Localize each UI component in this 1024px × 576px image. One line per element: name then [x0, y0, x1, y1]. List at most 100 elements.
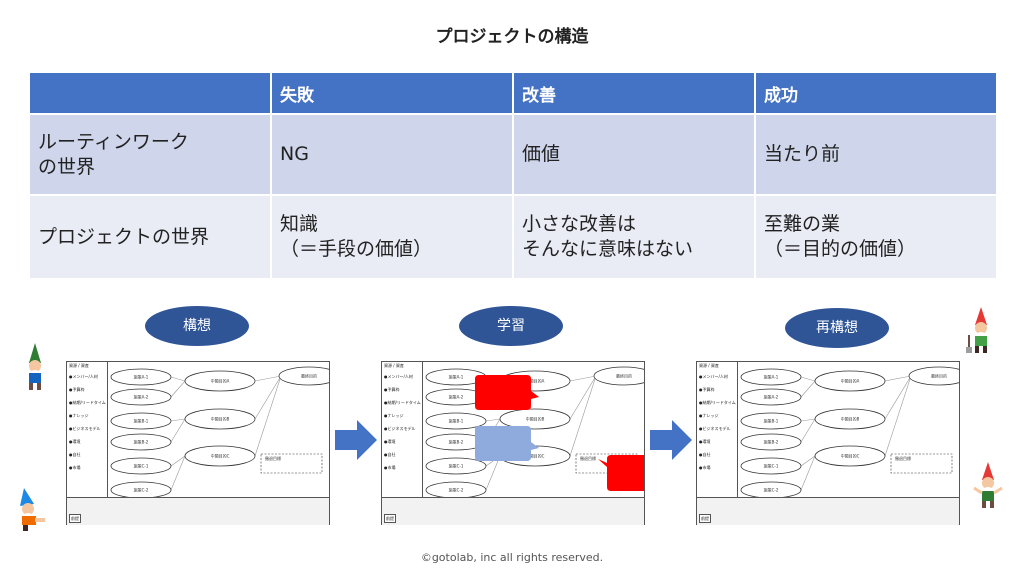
callout-shape: [475, 375, 539, 410]
withdrawal-box: [260, 453, 323, 474]
resource-item: ●環境: [699, 439, 711, 444]
premise-panel: 前提: [382, 497, 644, 525]
resource-item: ●予算枠: [384, 387, 400, 392]
means-node: [740, 368, 802, 386]
table-header-row: 失敗 改善 成功: [28, 71, 998, 115]
structure-diagram-thumbnail: 資源 / 資産●メンバー/人材●予算枠●納期/リードタイム●ナレッジ●ビジネスモ…: [696, 361, 960, 525]
final-goal-label: 最終目的: [301, 373, 317, 379]
middle-goal-label: 中間目的C: [841, 453, 860, 459]
structure-diagram-thumbnail: 資源 / 資産●メンバー/人材●予算枠●納期/リードタイム●ナレッジ●ビジネスモ…: [381, 361, 645, 525]
connector-line: [170, 455, 186, 491]
structure-diagram-thumbnail: 資源 / 資産●メンバー/人材●予算枠●納期/リードタイム●ナレッジ●ビジネスモ…: [66, 361, 330, 525]
means-node-label: 施策C-2: [449, 487, 464, 493]
middle-goal-node: [814, 370, 886, 392]
red-callout: [598, 455, 644, 491]
means-node-label: 施策C-1: [764, 463, 779, 469]
means-node-label: 施策B-2: [449, 439, 464, 445]
middle-goal-label: 中間目的B: [841, 416, 860, 422]
resource-item: ●自社: [699, 452, 711, 457]
table-cell: 至難の業 （＝目的の価値）: [754, 194, 998, 280]
gnome-blue-hat-icon: [20, 488, 45, 531]
connector-line: [884, 375, 912, 457]
resource-item: ●自社: [69, 452, 81, 457]
connector-line: [800, 376, 816, 382]
middle-goal-node: [814, 445, 886, 467]
resource-item: ●ビジネスモデル: [69, 426, 101, 431]
table-cell: NG: [270, 113, 514, 196]
means-node: [110, 457, 172, 475]
connector-line: [800, 380, 816, 398]
resource-item: ●市場: [69, 465, 81, 470]
gnome-red-hat-icon: [966, 307, 987, 353]
header-improvement: 改善: [512, 71, 756, 115]
premise-badge: 前提: [69, 514, 81, 523]
resource-panel: 資源 / 資産●メンバー/人材●予算枠●納期/リードタイム●ナレッジ●ビジネスモ…: [67, 362, 108, 497]
connector-line: [485, 455, 501, 491]
means-goal-diagram: 施策A-1施策A-2施策B-1施策B-2施策C-1施策C-2中間目的A中間目的B…: [740, 366, 959, 497]
resource-item: ●メンバー/人材: [384, 374, 413, 379]
final-goal-label: 最終目的: [931, 373, 947, 379]
premise-badge: 前提: [384, 514, 396, 523]
resource-item: ●納期/リードタイム: [384, 400, 421, 405]
middle-goal-label: 中間目的A: [211, 378, 230, 384]
middle-goal-label: 中間目的A: [841, 378, 860, 384]
connector-line: [569, 375, 597, 420]
means-node-label: 施策A-2: [449, 394, 464, 400]
middle-goal-node: [814, 408, 886, 430]
comparison-table: 失敗 改善 成功 ルーティンワーク の世界 NG 価値 当たり前 プロジェクトの…: [28, 71, 998, 280]
means-node-label: 施策B-1: [134, 418, 149, 424]
header-success: 成功: [754, 71, 998, 115]
red-callout: [475, 375, 539, 410]
connector-line: [800, 418, 816, 422]
connector-line: [170, 418, 186, 422]
resource-item: ●市場: [384, 465, 396, 470]
middle-goal-node: [184, 445, 256, 467]
means-node-label: 施策C-1: [134, 463, 149, 469]
connector-line: [800, 455, 816, 467]
premise-panel: 前提: [67, 497, 329, 525]
resource-item: ●予算枠: [69, 387, 85, 392]
means-node: [740, 388, 802, 406]
means-node: [740, 412, 802, 430]
callout-shape: [475, 426, 539, 461]
means-node-label: 施策B-2: [764, 439, 779, 445]
connector-line: [170, 380, 186, 398]
table-cell: 価値: [512, 113, 756, 196]
final-goal-node: [908, 366, 959, 386]
middle-goal-label: 中間目的A: [526, 378, 545, 384]
connector-line: [884, 375, 912, 420]
table-cell: 知識 （＝手段の価値）: [270, 194, 514, 280]
resource-item: ●ナレッジ: [699, 413, 719, 418]
means-node: [110, 368, 172, 386]
middle-goal-label: 中間目的C: [211, 453, 230, 459]
means-node-label: 施策C-2: [764, 487, 779, 493]
premise-panel: 前提: [697, 497, 959, 525]
resource-item: ●予算枠: [699, 387, 715, 392]
means-node-label: 施策B-2: [134, 439, 149, 445]
resource-item: ●ビジネスモデル: [384, 426, 416, 431]
stage-label-concept: 構想: [145, 306, 249, 346]
connector-line: [800, 455, 816, 491]
withdrawal-label: 撤退目標: [580, 455, 596, 461]
right-arrow-icon: [650, 420, 692, 460]
blue-callout: [475, 426, 539, 461]
table-row: ルーティンワーク の世界 NG 価値 当たり前: [28, 113, 998, 196]
final-goal-node: [593, 366, 644, 386]
resource-item: ●自社: [384, 452, 396, 457]
header-failure: 失敗: [270, 71, 514, 115]
resource-item: ●ナレッジ: [69, 413, 89, 418]
means-node-label: 施策A-1: [449, 374, 464, 380]
means-node: [425, 481, 487, 497]
table-cell: 当たり前: [754, 113, 998, 196]
resource-item: ●市場: [699, 465, 711, 470]
withdrawal-label: 撤退目標: [895, 455, 911, 461]
gnome-green-hat-icon: [29, 343, 41, 390]
resource-item: ●環境: [384, 439, 396, 444]
withdrawal-label: 撤退目標: [265, 455, 281, 461]
page-title: プロジェクトの構造: [435, 27, 589, 47]
means-goal-diagram: 施策A-1施策A-2施策B-1施策B-2施策C-1施策C-2中間目的A中間目的B…: [425, 366, 644, 497]
resource-item: ●メンバー/人材: [699, 374, 728, 379]
stage-label-learning: 学習: [459, 306, 563, 346]
middle-goal-label: 中間目的C: [526, 453, 545, 459]
connector-line: [170, 455, 186, 467]
